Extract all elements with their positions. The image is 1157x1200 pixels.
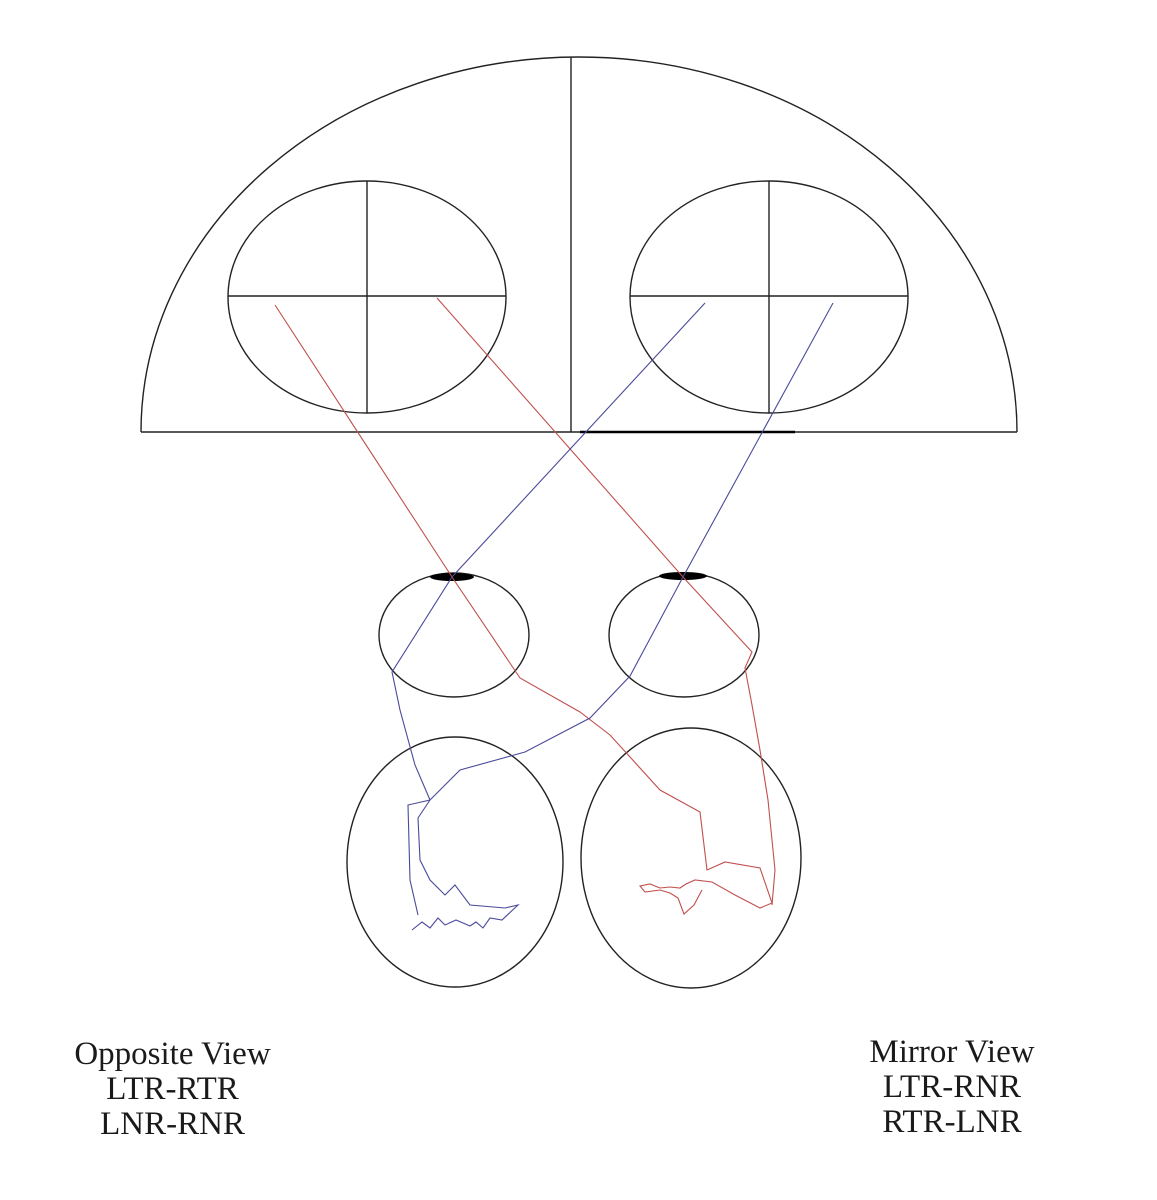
mirror-view-labels: Mirror View LTR-RNR RTR-LNR [832, 1035, 1072, 1140]
opposite-view-line2: LNR-RNR [100, 1106, 245, 1142]
opposite-view-labels: Opposite View LTR-RTR LNR-RNR [40, 1037, 305, 1142]
mirror-view-title: Mirror View [869, 1034, 1035, 1070]
red-ray-right [436, 297, 776, 906]
red-ray-left [274, 304, 773, 915]
mirror-view-line1: LTR-RNR [882, 1069, 1022, 1105]
opposite-view-title: Opposite View [74, 1036, 271, 1072]
visual-field-dome [140, 56, 1018, 433]
blue-ray-right [407, 302, 834, 916]
right-hemisphere [580, 727, 802, 989]
blue-ray-left [391, 302, 706, 931]
left-eye [378, 572, 530, 698]
opposite-view-line1: LTR-RTR [106, 1071, 239, 1107]
left-hemisphere [346, 736, 564, 988]
mirror-view-line2: RTR-LNR [882, 1104, 1022, 1140]
